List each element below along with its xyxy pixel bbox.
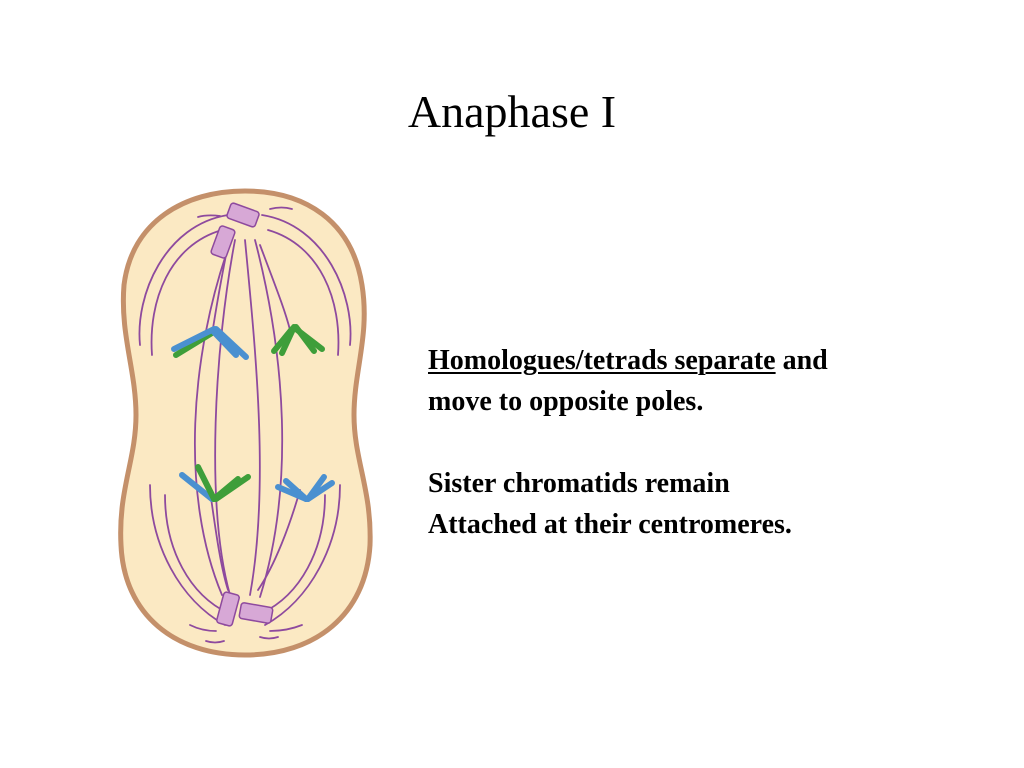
- slide-body-text: Homologues/tetrads separate and move to …: [428, 340, 988, 545]
- point-2-line-2: Attached at their centromeres.: [428, 509, 792, 540]
- point-2-line-1: Sister chromatids remain: [428, 468, 730, 499]
- chromosome-lower-left: [179, 464, 251, 502]
- cell-membrane: [118, 188, 373, 658]
- point-1-emphasis: Homologues/tetrads separate: [428, 345, 776, 376]
- spindle-fibers: [138, 206, 352, 644]
- point-1-line-2: move to opposite poles.: [428, 386, 704, 417]
- bottom-centriole-pair: [216, 591, 274, 627]
- slide-title: Anaphase I: [407, 86, 617, 137]
- chromosome-lower-right: [275, 474, 335, 502]
- chromosome-upper-right: [271, 324, 325, 356]
- point-1-line-1: Homologues/tetrads separate and: [428, 340, 988, 381]
- anaphase-cell-diagram: [118, 188, 373, 658]
- paragraph-gap: [428, 422, 988, 463]
- chromosome-upper-left: [171, 326, 249, 360]
- point-1-rest: and: [775, 345, 828, 376]
- top-centriole-pair: [210, 202, 260, 259]
